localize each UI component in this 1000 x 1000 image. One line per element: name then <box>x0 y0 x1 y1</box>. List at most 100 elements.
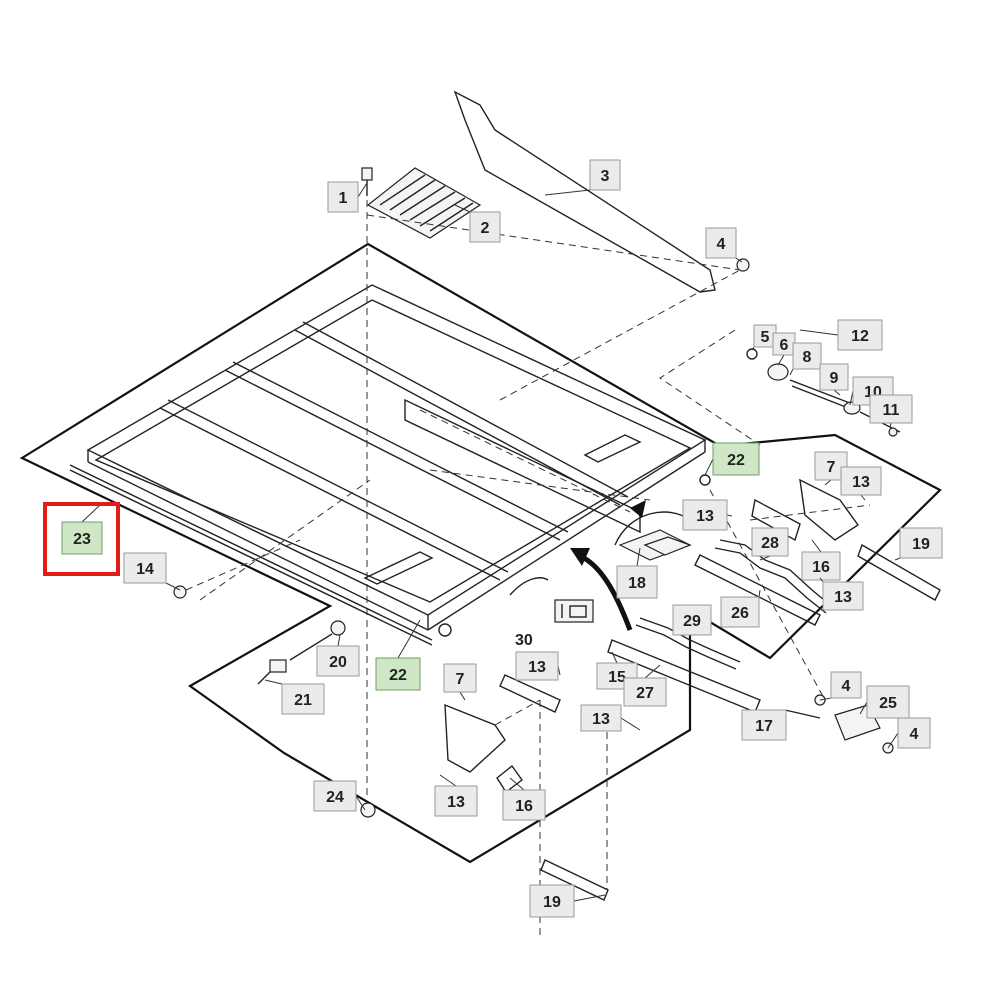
bracket-28 <box>714 539 831 614</box>
callout-box <box>897 717 931 749</box>
callout-label: 22 <box>389 667 407 684</box>
callout-leader <box>759 555 771 561</box>
callout-label: 4 <box>717 236 726 253</box>
callout-label: 3 <box>601 168 610 185</box>
callout-leader <box>726 514 733 517</box>
callout-label: 27 <box>636 685 654 702</box>
callout-label: 13 <box>447 794 465 811</box>
callout-17: 17 <box>741 709 787 741</box>
callout-label: 15 <box>608 669 626 686</box>
callout-leader <box>357 182 368 198</box>
callout-box <box>502 789 546 821</box>
callout-7: 7 <box>443 663 477 701</box>
callout-label: 7 <box>827 459 836 476</box>
callout-label: 9 <box>830 370 839 387</box>
callout-13: 13 <box>580 704 641 732</box>
callout-18: 18 <box>616 547 658 599</box>
bracket-29 <box>635 617 741 670</box>
callout-25: 25 <box>859 685 910 719</box>
callout-label: 13 <box>592 711 610 728</box>
callout-leader <box>81 504 101 523</box>
callout-leader <box>355 795 366 811</box>
callout-label: 5 <box>761 329 770 346</box>
callout-6: 6 <box>772 332 796 366</box>
curved-arrow-2 <box>570 548 633 631</box>
callout-22: 22 <box>704 442 760 476</box>
callout-label: 13 <box>528 659 546 676</box>
callout-5: 5 <box>751 324 777 351</box>
note-symbol <box>554 599 594 623</box>
callout-label: 6 <box>780 337 789 354</box>
callout-box <box>623 677 667 707</box>
callout-box <box>801 551 841 581</box>
callout-1: 1 <box>327 181 368 213</box>
callout-leader <box>824 479 832 486</box>
callout-15: 15 <box>596 651 638 690</box>
callout-8: 8 <box>789 342 822 376</box>
callout-leader <box>337 634 341 647</box>
angle-19-lower <box>540 859 609 901</box>
callout-label: 28 <box>761 535 779 552</box>
callout-label: 11 <box>883 402 900 419</box>
callout-13: 13 <box>819 577 864 611</box>
callout-box <box>469 211 501 243</box>
callout-leader <box>777 354 785 366</box>
callout-19: 19 <box>529 884 606 918</box>
callout-12: 12 <box>799 319 883 351</box>
callout-19: 19 <box>894 527 943 561</box>
callout-box <box>327 181 359 213</box>
callout-leader <box>859 701 868 715</box>
callout-label: 22 <box>727 452 745 469</box>
callout-leader <box>889 422 892 429</box>
callout-3: 3 <box>544 159 621 196</box>
callout-label: 12 <box>851 328 869 345</box>
callout-box <box>375 657 421 691</box>
selection-frame <box>43 502 120 576</box>
vent-plate <box>366 167 482 239</box>
callout-label: 14 <box>136 561 154 578</box>
callout-16: 16 <box>801 539 841 581</box>
callout-leader <box>439 774 457 787</box>
callout-box <box>123 552 167 584</box>
callout-label: 13 <box>696 508 714 525</box>
callout-box <box>822 581 864 611</box>
latch-20 <box>289 620 346 661</box>
small-bracket-16 <box>751 498 801 542</box>
callout-22: 22 <box>375 619 421 691</box>
callout-label: 19 <box>912 536 930 553</box>
note-label: 30 <box>515 632 533 649</box>
dash-guides <box>199 214 871 726</box>
callout-box <box>61 521 103 555</box>
callout-box <box>580 704 622 732</box>
callout-leader <box>819 577 824 583</box>
callout-leader <box>397 619 421 659</box>
callout-26: 26 <box>720 589 761 628</box>
callout-box <box>830 671 862 699</box>
strip-26 <box>694 554 821 626</box>
callout-box <box>529 884 575 918</box>
callout-box <box>899 527 943 559</box>
callout-2: 2 <box>454 204 501 243</box>
callout-leader <box>819 697 832 701</box>
callout-box <box>741 709 787 741</box>
curved-arrow-3 <box>509 577 549 596</box>
callout-leader <box>264 679 283 685</box>
nut-top <box>736 258 750 272</box>
callout-box <box>819 363 849 391</box>
callout-box <box>434 785 478 817</box>
rod-23 <box>69 464 433 646</box>
callout-box <box>443 663 477 693</box>
callout-29: 29 <box>672 604 712 636</box>
callout-box <box>313 780 357 812</box>
callout-label: 16 <box>515 798 533 815</box>
callout-leader <box>644 664 661 679</box>
callout-label: 21 <box>294 692 312 709</box>
callout-leader <box>887 732 899 749</box>
callout-box <box>316 645 360 677</box>
callout-label: 18 <box>628 575 646 592</box>
callout-leader <box>544 189 591 196</box>
callout-label: 24 <box>326 789 344 806</box>
small-bracket-16-lower <box>496 764 523 794</box>
